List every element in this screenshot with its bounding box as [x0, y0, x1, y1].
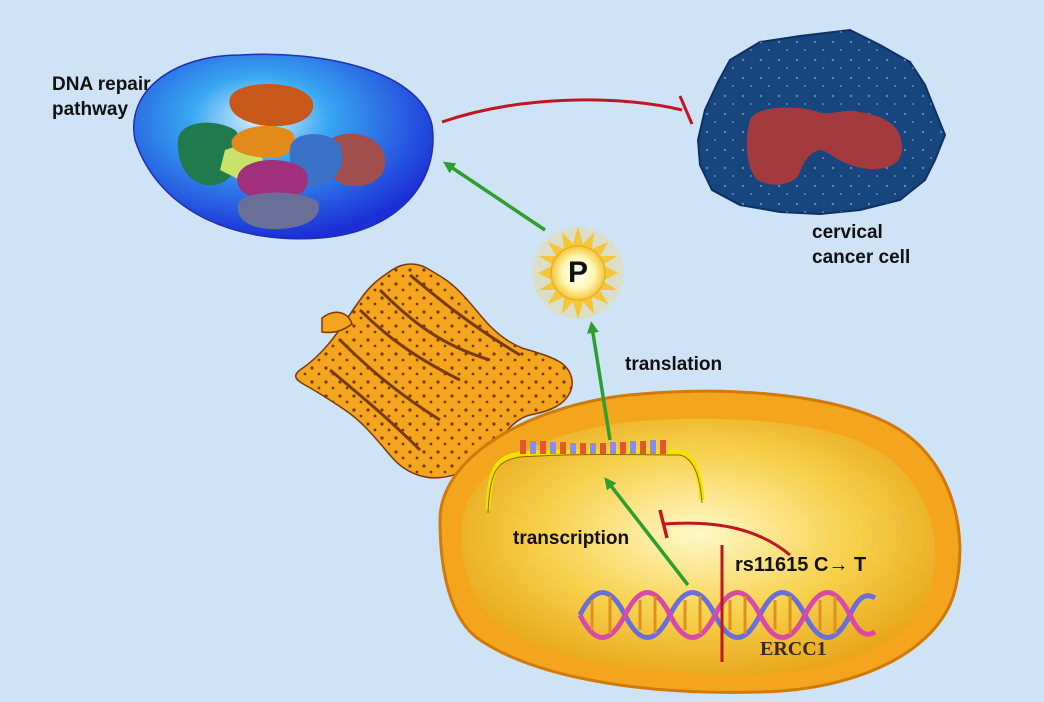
endoplasmic-reticulum: [294, 263, 573, 479]
mrna-strand: [485, 440, 705, 514]
label-cancer-line1: cervical: [812, 222, 883, 243]
arrow-transcription: [604, 477, 690, 587]
dna-repair-cell: [133, 53, 434, 240]
label-transcription: transcription: [513, 528, 630, 549]
arrow-protein-to-repair: [443, 161, 546, 232]
repair-protein-complex: [177, 84, 386, 230]
inhibition-line-repair-to-cancer: [441, 98, 683, 124]
arrow-translation: [587, 321, 612, 441]
inhibition-line-snp: [663, 521, 791, 557]
inhibition-bar-cancer: [678, 95, 694, 125]
dna-helix: [577, 590, 877, 640]
label-snp: rs11615 C→ T: [735, 554, 867, 576]
label-cancer-line2: cancer cell: [812, 247, 911, 268]
protein-symbol: P: [567, 256, 588, 289]
label-gene: ERCC1: [760, 638, 827, 660]
label-dna-repair-line1: DNA repair: [52, 74, 151, 95]
label-translation: translation: [625, 354, 723, 375]
cervical-cancer-cell: [696, 28, 947, 216]
inhibition-bar-transcription: [658, 509, 669, 539]
codon-segments: [520, 440, 666, 454]
label-dna-repair-line2: pathway: [52, 99, 129, 120]
label-cancer-cell: cervical cancer cell: [812, 220, 910, 270]
label-dna-repair: DNA repair pathway: [52, 72, 151, 122]
phosphoprotein-icon: [532, 227, 624, 319]
